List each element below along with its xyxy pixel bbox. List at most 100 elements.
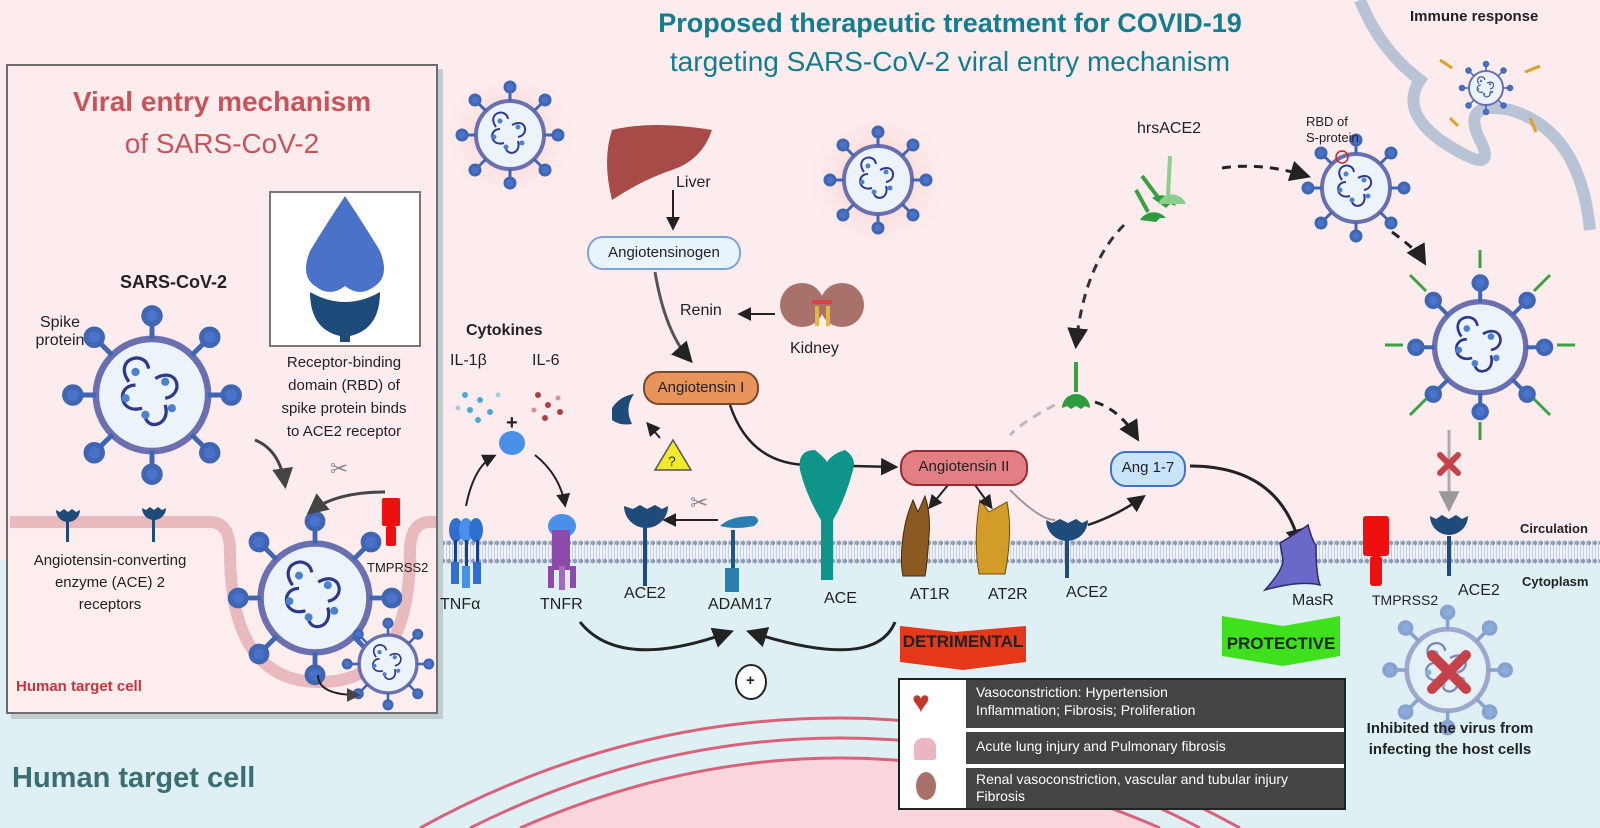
virus-icon	[455, 80, 565, 190]
rbd-caption: Receptor-binding domain (RBD) of spike p…	[258, 351, 430, 443]
detrimental-banner-shape	[900, 626, 1026, 670]
adam17-protease-icon	[720, 516, 758, 592]
kidney-label: Kidney	[790, 340, 839, 357]
inset-tmprss2-label: TMPRSS2	[367, 560, 429, 575]
angiotensin-i-node: Angiotensin I	[643, 371, 759, 405]
masr-receptor-icon	[1262, 523, 1322, 592]
virus-label: SARS-CoV-2	[120, 272, 228, 292]
arrow-angii-at2r	[974, 484, 993, 510]
plus-sign: +	[506, 412, 518, 434]
spike-label: Spike protein	[20, 314, 100, 350]
human-target-cell-title: Human target cell	[12, 762, 256, 794]
ace2-label: ACE2	[1458, 582, 1500, 599]
ace2-binding-icon	[310, 292, 380, 337]
effect-row: Acute lung injury and Pulmonary fibrosis	[966, 732, 1344, 764]
circulation-label: Circulation	[1520, 521, 1588, 536]
effect-text: Renal vasoconstriction, vascular and tub…	[976, 771, 1289, 787]
rbd-caption-line: Receptor-binding	[286, 354, 402, 371]
ace2-label: ACE2	[1066, 584, 1108, 601]
arrow-tnfr-adam17	[578, 621, 734, 652]
positive-feedback-circle	[735, 664, 767, 700]
effect-row: Renal vasoconstriction, vascular and tub…	[966, 768, 1344, 808]
ace2-receptor-icon	[1430, 515, 1468, 576]
effect-text: Acute lung injury and Pulmonary fibrosis	[976, 738, 1226, 754]
virus-rbd-icon	[1301, 133, 1411, 243]
kidney-icon	[916, 772, 936, 800]
figure-title: Proposed therapeutic treatment for COVID…	[658, 8, 1242, 38]
tnfr-label: TNFR	[540, 596, 583, 613]
liver-icon	[607, 125, 712, 200]
inhibition-caption: Inhibited the virus from infecting the h…	[1340, 718, 1560, 760]
virus-icon	[823, 125, 933, 235]
effect-text: Vasoconstriction: Hypertension	[976, 684, 1168, 700]
protective-banner-shape	[1222, 616, 1340, 666]
hrsace2-icon	[1134, 155, 1186, 222]
tnf-trimer-icon	[499, 431, 525, 455]
dashed-arrow-hrsace2-down	[1067, 223, 1126, 350]
rbd-caption-line: spike protein binds	[281, 400, 407, 417]
at1r-label: AT1R	[910, 586, 950, 603]
rbd-highlight-circle	[1335, 150, 1349, 164]
ace2-caption-line: enzyme (ACE) 2	[54, 574, 166, 591]
inhibition-caption-line: Inhibited the virus from	[1366, 720, 1534, 737]
il6-label: IL-6	[532, 352, 560, 369]
arrow-virus-release	[317, 674, 361, 702]
cytoplasm-label: Cytoplasm	[1522, 574, 1589, 589]
arrow-at1r-adam17	[745, 621, 897, 652]
arrow-ang17-masr	[1189, 464, 1307, 551]
effect-text: Fibrosis	[976, 788, 1026, 804]
tmprss2-label: TMPRSS2	[1372, 592, 1439, 608]
scissors-icon: ✂	[690, 490, 708, 515]
ace2-receptor-icon	[142, 507, 166, 542]
arrow-tnfa-cytokines	[465, 454, 497, 507]
inhibited-x-icon	[1427, 650, 1471, 694]
inset-cell-label: Human target cell	[16, 678, 142, 695]
rbd-s-protein-label: RBD of S-protein	[1306, 114, 1359, 146]
tnfa-icon	[449, 518, 483, 588]
rbd-caption-line: domain (RBD) of	[288, 377, 400, 394]
arrow-cytokines-tnfr	[534, 454, 571, 508]
ang-1-7-node: Ang 1-7	[1110, 451, 1186, 487]
blocked-x-icon	[1437, 452, 1461, 476]
angiotensinogen-node: Angiotensinogen	[587, 236, 741, 270]
virus-antibody-icon	[1458, 60, 1514, 116]
il1b-dots-icon	[455, 392, 501, 423]
masr-label: MasR	[1292, 592, 1334, 609]
ace2-receptor-icon	[56, 509, 80, 542]
dashed-arrow-to-ang17	[1094, 400, 1140, 442]
soluble-ace2-icon	[1062, 394, 1090, 409]
inhibition-caption-line: infecting the host cells	[1368, 741, 1532, 758]
antibody-icons	[1439, 58, 1541, 133]
tnfr-icon	[548, 514, 576, 590]
shed-ace2-icon	[612, 394, 634, 425]
ace2-label: ACE2	[624, 585, 666, 602]
renin-label: Renin	[680, 302, 722, 319]
rbd-s-protein-line1: RBD of	[1306, 114, 1348, 129]
tmprss2-protease-icon	[1363, 516, 1389, 586]
dashed-arrow-hrsace2-virus	[1221, 160, 1312, 182]
ace2-caption-line: Angiotensin-converting	[33, 552, 187, 569]
arrow-ace2-ang17	[1087, 494, 1146, 527]
il6-dots-icon	[531, 392, 563, 421]
inset-title: Viral entry mechanism	[72, 86, 372, 117]
dashed-arrow-from-angii	[1008, 403, 1056, 437]
cytokines-title: Cytokines	[466, 322, 543, 339]
arrow-virus-entry	[254, 438, 294, 490]
inset-graphics: ✂	[10, 191, 436, 711]
positive-feedback-sign: +	[746, 672, 755, 689]
arrow-tmprss2-priming	[306, 490, 386, 515]
liver-label: Liver	[676, 174, 711, 191]
spike-rbd-icon	[306, 196, 384, 292]
ace-label: ACE	[824, 590, 857, 607]
rbd-s-protein-line2: S-protein	[1306, 130, 1359, 145]
effect-row: Vasoconstriction: Hypertension Inflammat…	[966, 680, 1344, 728]
immune-cell-membrane	[1354, 0, 1596, 231]
tmprss2-protease-icon	[382, 498, 400, 546]
ace2-caption: Angiotensin-converting enzyme (ACE) 2 re…	[10, 550, 210, 616]
at1r-receptor-icon	[900, 494, 930, 577]
ace-enzyme-icon	[799, 450, 854, 580]
effect-text: Inflammation; Fibrosis; Proliferation	[976, 702, 1196, 718]
detrimental-effects-table: ♥ Vasoconstriction: Hypertension Inflamm…	[898, 678, 1346, 810]
kidney-icon	[780, 283, 864, 327]
arrow-angiotensinogen-angi	[653, 271, 693, 364]
